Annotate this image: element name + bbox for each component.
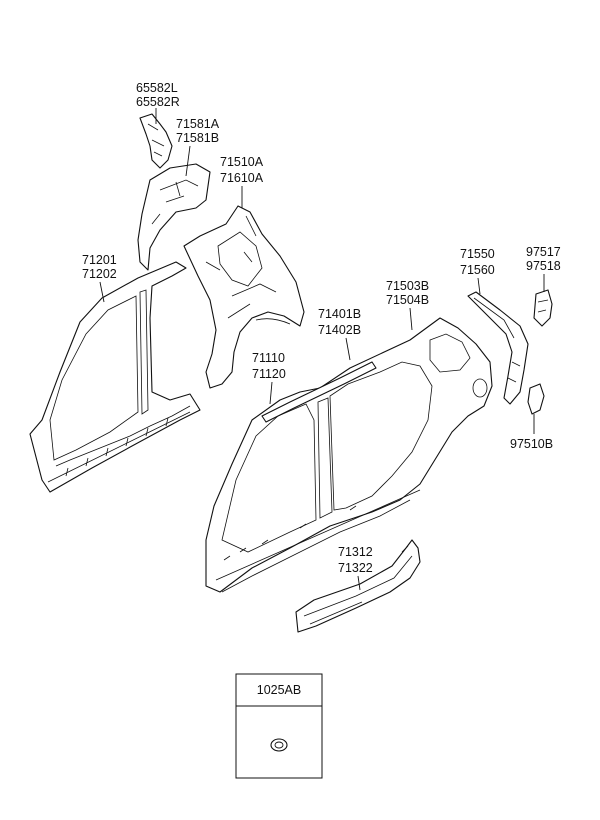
label-71503b: 71503B [386,279,429,293]
label-71504b: 71504B [386,293,429,307]
grommet-icon [270,738,288,752]
part-71401-roof-rail [261,361,377,423]
part-71510-rear-inner-panel [183,205,305,389]
label-71560: 71560 [460,263,495,277]
label-97510b: 97510B [510,437,553,451]
part-71550-rear-extension [467,291,529,405]
leader-71581 [185,145,191,177]
label-97518: 97518 [526,259,561,273]
label-71550: 71550 [460,247,495,261]
label-71312: 71312 [338,545,373,559]
label-1025ab: 1025AB [257,683,301,697]
label-65582r: 65582R [136,95,180,109]
part-97510-clip [527,383,545,415]
part-65582-bracket [139,113,173,169]
part-71581-bracket [137,163,211,271]
leader-71312 [357,575,361,591]
label-71581b: 71581B [176,131,219,145]
label-97517: 97517 [526,245,561,259]
leader-71503 [409,307,413,331]
part-71201-inner-side-panel [29,261,201,493]
label-65582l: 65582L [136,81,178,95]
part-71110-outer-side-panel [205,317,493,593]
label-71322: 71322 [338,561,373,575]
leader-71201 [99,281,105,303]
label-71110: 71110 [252,351,285,365]
label-71401b: 71401B [318,307,361,321]
leader-71110 [269,381,273,405]
part-71312-side-sill [295,539,421,633]
label-71120: 71120 [252,367,286,381]
label-71201: 71201 [82,253,117,267]
leader-71401 [345,337,351,361]
label-71402b: 71402B [318,323,361,337]
label-71610a: 71610A [220,171,264,185]
part-box-1025ab: 1025AB [235,673,323,779]
label-71581a: 71581A [176,117,220,131]
leader-71550 [477,277,481,295]
part-97517-bracket [533,289,553,327]
label-71510a: 71510A [220,155,264,169]
label-71202: 71202 [82,267,117,281]
